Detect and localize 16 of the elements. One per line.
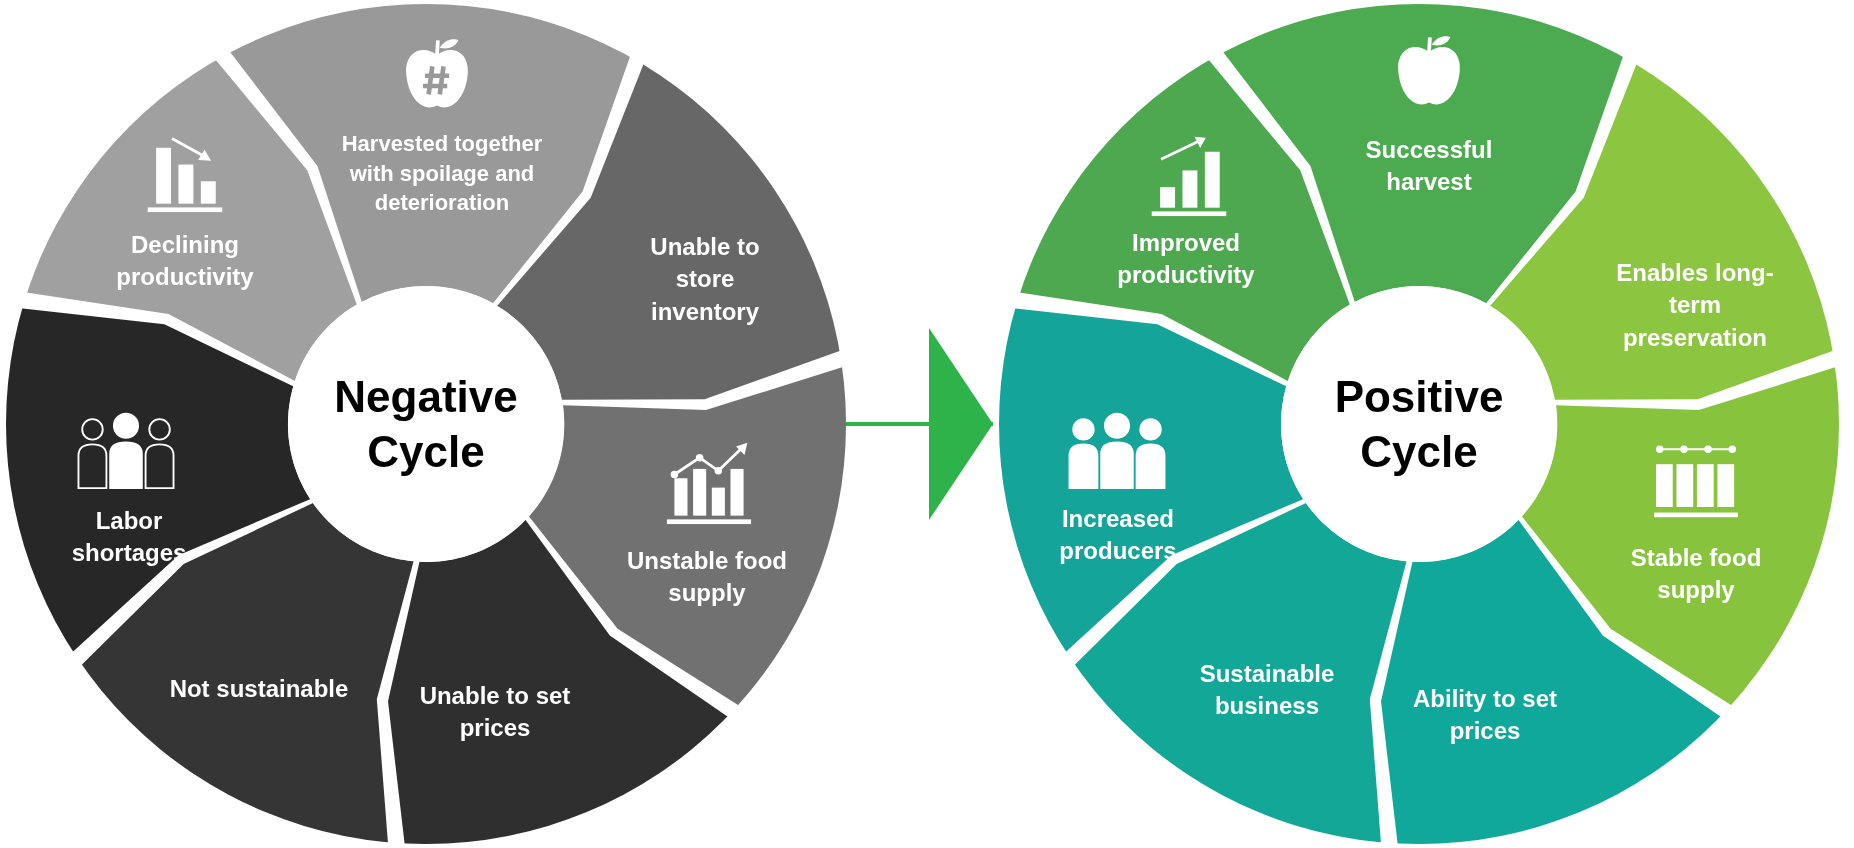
cycle-arrow	[846, 328, 993, 520]
segment-label: Increased producers	[1058, 503, 1178, 566]
segment-label: Declining productivity	[115, 229, 255, 292]
segment-label: Stable food supply	[1629, 542, 1763, 605]
segment-label: Unstable food supply	[626, 545, 788, 608]
segment-label: Harvested together with spoilage and deterioration	[340, 130, 544, 218]
segment-label: Improved productivity	[1116, 227, 1256, 290]
segment-label: Enables long-term preservation	[1615, 258, 1775, 354]
cycle-title: Positive Cycle	[1333, 371, 1505, 478]
segment-label: Successful harvest	[1364, 134, 1494, 197]
cycle-title: Negative Cycle	[333, 371, 519, 478]
segment-label: Sustainable business	[1198, 658, 1336, 721]
segment-label: Not sustainable	[168, 673, 350, 704]
segment-label: Unable to store inventory	[649, 232, 761, 328]
segment-label: Unable to set prices	[418, 680, 572, 743]
segment-label: Ability to set prices	[1411, 683, 1558, 746]
